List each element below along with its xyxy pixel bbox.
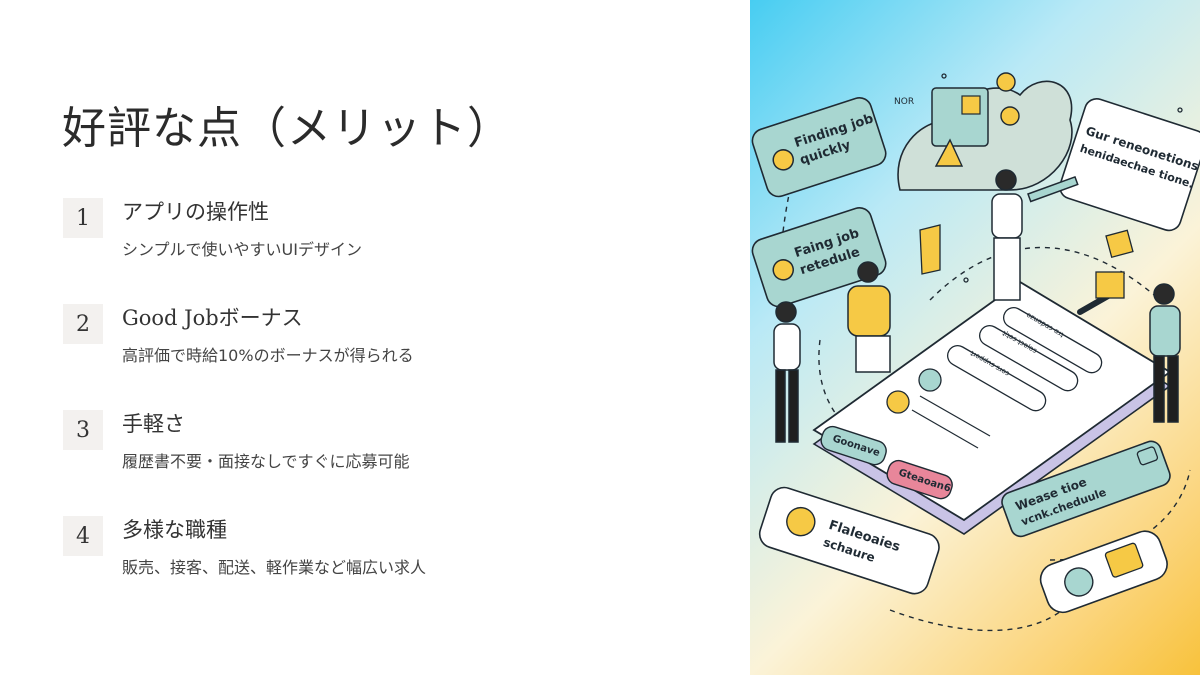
slide-title: 好評な点（メリット）: [62, 103, 512, 154]
item-description: 高評価で時給10%のボーナスが得られる: [122, 346, 414, 365]
item-number: 4: [63, 516, 103, 556]
nor-label: NOR: [894, 97, 914, 107]
item-title: 多様な職種: [122, 518, 227, 542]
item-description: 販売、接客、配送、軽作業など幅広い求人: [122, 558, 427, 577]
decorative-shapes: [919, 73, 1183, 299]
person-illustration: [773, 301, 801, 443]
merit-item: 2 Good Jobボーナス 高評価で時給10%のボーナスが得られる: [63, 304, 703, 384]
item-number: 3: [63, 410, 103, 450]
job-app-illustration: Finding job quickly Faing job retedule N…: [750, 0, 1200, 675]
wease-card: Wease tioe vcnk.cheduule: [1001, 440, 1171, 538]
person-illustration: [847, 261, 891, 373]
item-title: 手軽さ: [122, 412, 185, 436]
item-number: 2: [63, 304, 103, 344]
item-title: Good Jobボーナス: [122, 306, 303, 330]
app-card: [1039, 530, 1168, 614]
merit-item: 3 手軽さ 履歴書不要・面接なしですぐに応募可能: [63, 410, 703, 490]
phone-illustration: ozuɑpɑɔ ɑɹʇ ʇlʇǝs ʇɔǝlǝs ʇɹoddns sɹoɔ Go…: [812, 280, 1172, 535]
merit-item: 1 アプリの操作性 シンプルで使いやすいUIデザイン: [63, 198, 703, 278]
item-number: 1: [63, 198, 103, 238]
person-illustration: [1149, 283, 1181, 423]
content-panel: 好評な点（メリット） 1 アプリの操作性 シンプルで使いやすいUIデザイン 2 …: [62, 103, 703, 596]
illustration-canvas: Finding job quickly Faing job retedule N…: [751, 72, 1200, 632]
item-description: シンプルで使いやすいUIデザイン: [122, 240, 362, 259]
person-illustration: [991, 169, 1079, 301]
merit-item: 4 多様な職種 販売、接客、配送、軽作業など幅広い求人: [63, 516, 703, 596]
item-title: アプリの操作性: [122, 200, 269, 224]
profile-cloud: NOR: [894, 72, 1073, 191]
finding-job-card: Finding job quickly: [751, 97, 887, 198]
gur-card: Gur reneonetions henidaechae tione.: [1059, 98, 1200, 232]
flaleoaies-card: Flaleoaies schaure: [758, 486, 940, 595]
faing-job-card: Faing job retedule: [751, 207, 887, 308]
item-description: 履歴書不要・面接なしですぐに応募可能: [122, 452, 410, 471]
